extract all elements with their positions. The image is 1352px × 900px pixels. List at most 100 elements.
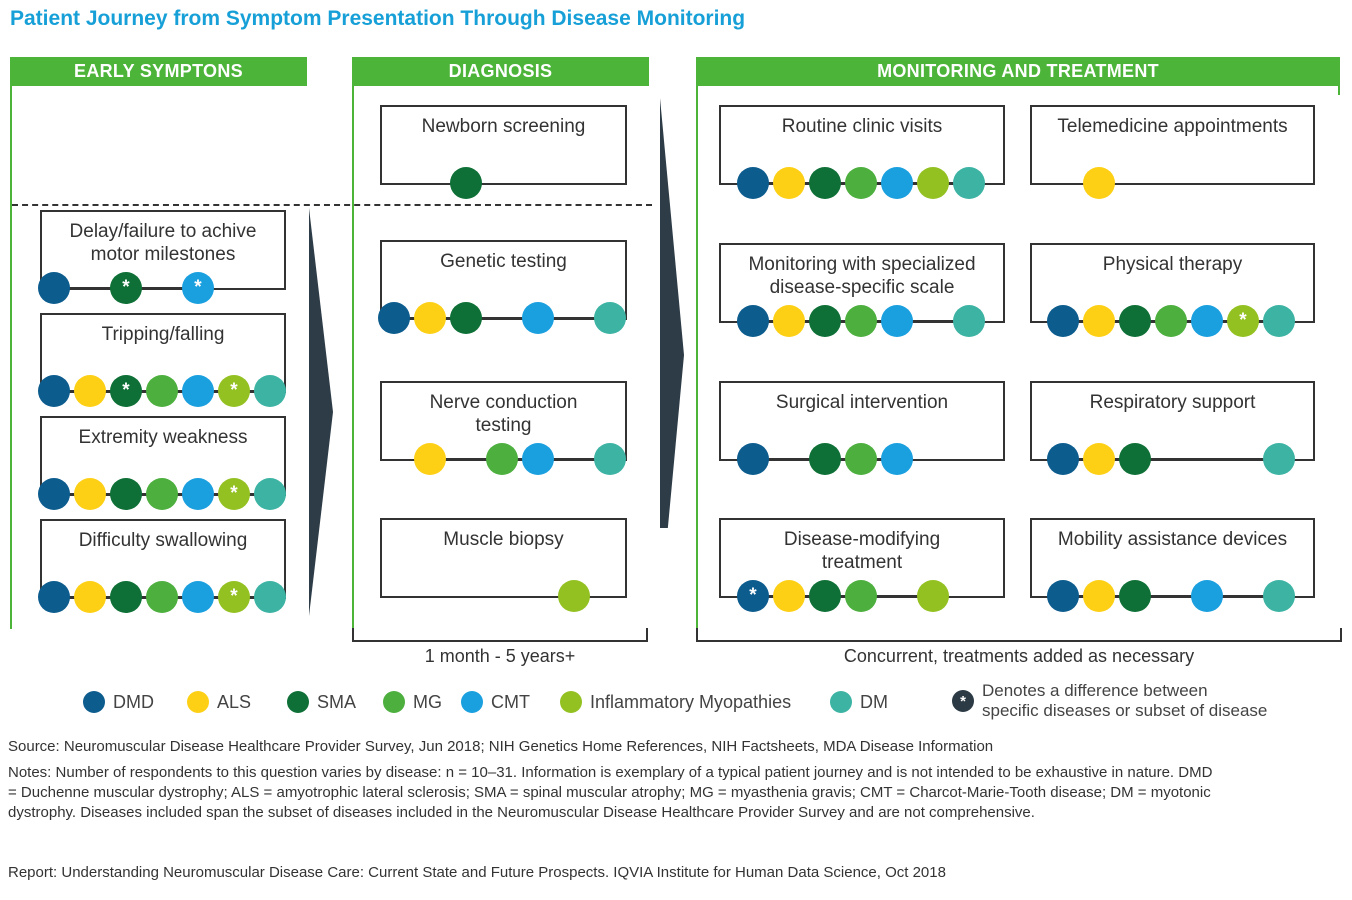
disease-dot-als xyxy=(74,478,106,510)
disease-dot-als xyxy=(1083,305,1115,337)
journey-box-label: Newborn screening xyxy=(421,116,586,137)
legend-dot-als xyxy=(187,691,209,713)
legend-label: ALS xyxy=(217,691,252,712)
disease-dot-sma xyxy=(1119,443,1151,475)
legend-label: Inflammatory Myopathies xyxy=(590,691,792,712)
disease-dot-sma-asterisk: * xyxy=(110,375,142,407)
disease-dot-cmt xyxy=(881,443,913,475)
legend-asterisk-label: Denotes a difference between specific di… xyxy=(982,681,1268,720)
flow-arrow-right xyxy=(660,98,684,528)
disease-dot-sma-asterisk: * xyxy=(110,272,142,304)
disease-dot-sma xyxy=(809,167,841,199)
disease-dot-dmd xyxy=(38,272,70,304)
disease-dot-cmt xyxy=(1191,305,1223,337)
disease-dot-cmt xyxy=(522,302,554,334)
journey-box-label: Surgical intervention xyxy=(775,392,949,413)
disease-dot-dm xyxy=(1263,443,1295,475)
disease-dot-als xyxy=(414,443,446,475)
legend-dot-cmt xyxy=(461,691,483,713)
disease-dot-cmt xyxy=(1191,580,1223,612)
dashed-separator xyxy=(12,204,652,206)
disease-dot-sma xyxy=(450,167,482,199)
column-header-early-symptoms: EARLY SYMPTONS xyxy=(10,57,307,86)
journey-box-label: Extremity weakness xyxy=(78,427,248,448)
disease-dot-sma xyxy=(809,580,841,612)
disease-dot-mg xyxy=(845,443,877,475)
disease-dot-cmt xyxy=(182,375,214,407)
disease-dot-sma xyxy=(809,305,841,337)
legend-label: DM xyxy=(860,691,888,712)
disease-dot-cmt xyxy=(881,305,913,337)
disease-dot-dm xyxy=(594,302,626,334)
monitoring-timing-bracket xyxy=(696,628,1342,642)
diagnosis-timing-label: 1 month - 5 years+ xyxy=(424,646,576,666)
legend-item-dmd: DMD xyxy=(83,690,187,714)
asterisk-icon: * xyxy=(952,690,974,712)
journey-box-monitoring-with-specialized-disease-specific-scale: Monitoring with specialized disease-spec… xyxy=(719,243,1005,323)
journey-box-label: Mobility assistance devices xyxy=(1057,529,1288,550)
journey-box-label: Difficulty swallowing xyxy=(78,530,248,551)
disease-dot-sma xyxy=(450,302,482,334)
disease-dot-mg xyxy=(845,580,877,612)
monitoring-column-rule xyxy=(696,86,698,629)
disease-dot-inflammatory-myopathies-asterisk: * xyxy=(218,375,250,407)
diagnosis-timing-bracket xyxy=(352,628,648,642)
journey-box-label: Genetic testing xyxy=(440,251,567,272)
journey-box-label: Disease-modifying treatment xyxy=(783,529,941,573)
disease-dot-mg xyxy=(146,478,178,510)
disease-dot-cmt-asterisk: * xyxy=(182,272,214,304)
disease-dot-cmt xyxy=(881,167,913,199)
disease-dot-inflammatory-myopathies xyxy=(917,167,949,199)
dot-connector-line xyxy=(753,595,933,597)
disease-dot-mg xyxy=(486,443,518,475)
disease-dot-sma xyxy=(110,581,142,613)
legend-item-sma: SMA xyxy=(287,690,383,714)
disease-dot-als xyxy=(1083,580,1115,612)
legend-label: MG xyxy=(413,691,442,712)
disease-dot-cmt xyxy=(182,478,214,510)
report-citation: Report: Understanding Neuromuscular Dise… xyxy=(8,864,946,881)
legend-dot-dmd xyxy=(83,691,105,713)
legend: DMD ALS SMA MG CMT Inflammatory Myopathies DM xyxy=(83,690,888,714)
journey-box-delay-failure-to-achive-motor-milestones: Delay/failure to achive motor milestones xyxy=(40,210,286,290)
dot-connector-line xyxy=(1063,458,1279,460)
disease-dot-mg xyxy=(146,375,178,407)
journey-box-label: Physical therapy xyxy=(1102,254,1243,275)
disease-dot-inflammatory-myopathies xyxy=(558,580,590,612)
disease-dot-inflammatory-myopathies-asterisk: * xyxy=(218,478,250,510)
disease-dot-dm xyxy=(1263,580,1295,612)
disease-dot-dm xyxy=(594,443,626,475)
journey-box-label: Nerve conduction testing xyxy=(429,392,578,436)
legend-item-inflammatory-myopathies: Inflammatory Myopathies xyxy=(560,690,830,714)
monitoring-column-right-tick xyxy=(1338,86,1340,95)
column-header-monitoring: MONITORING AND TREATMENT xyxy=(696,57,1340,86)
disease-dot-als xyxy=(74,375,106,407)
legend-dot-mg xyxy=(383,691,405,713)
journey-box-label: Routine clinic visits xyxy=(781,116,943,137)
source-note: Source: Neuromuscular Disease Healthcare… xyxy=(8,738,994,755)
legend-item-mg: MG xyxy=(383,690,461,714)
disease-dot-dm xyxy=(1263,305,1295,337)
journey-box-label: Delay/failure to achive motor milestones xyxy=(69,221,257,265)
disease-dot-dmd xyxy=(38,375,70,407)
disease-dot-als xyxy=(773,580,805,612)
diagnosis-column-rule xyxy=(352,86,354,629)
dot-connector-line xyxy=(1063,595,1279,597)
legend-label: CMT xyxy=(491,691,530,712)
disease-dot-als xyxy=(414,302,446,334)
page-title: Patient Journey from Symptom Presentatio… xyxy=(10,7,746,30)
disease-dot-inflammatory-myopathies-asterisk: * xyxy=(218,581,250,613)
journey-box-label: Telemedicine appointments xyxy=(1057,116,1288,137)
disease-dot-dm xyxy=(254,478,286,510)
disease-dot-als xyxy=(1083,443,1115,475)
legend-label: DMD xyxy=(113,691,154,712)
disease-dot-sma xyxy=(110,478,142,510)
disease-dot-dmd xyxy=(38,478,70,510)
journey-box-newborn-screening: Newborn screening xyxy=(380,105,627,185)
dot-connector-line xyxy=(394,317,610,319)
disease-dot-dmd xyxy=(1047,305,1079,337)
early-column-rule xyxy=(10,86,12,629)
legend-item-cmt: CMT xyxy=(461,690,560,714)
disease-dot-dmd xyxy=(737,443,769,475)
journey-box-muscle-biopsy: Muscle biopsy xyxy=(380,518,627,598)
